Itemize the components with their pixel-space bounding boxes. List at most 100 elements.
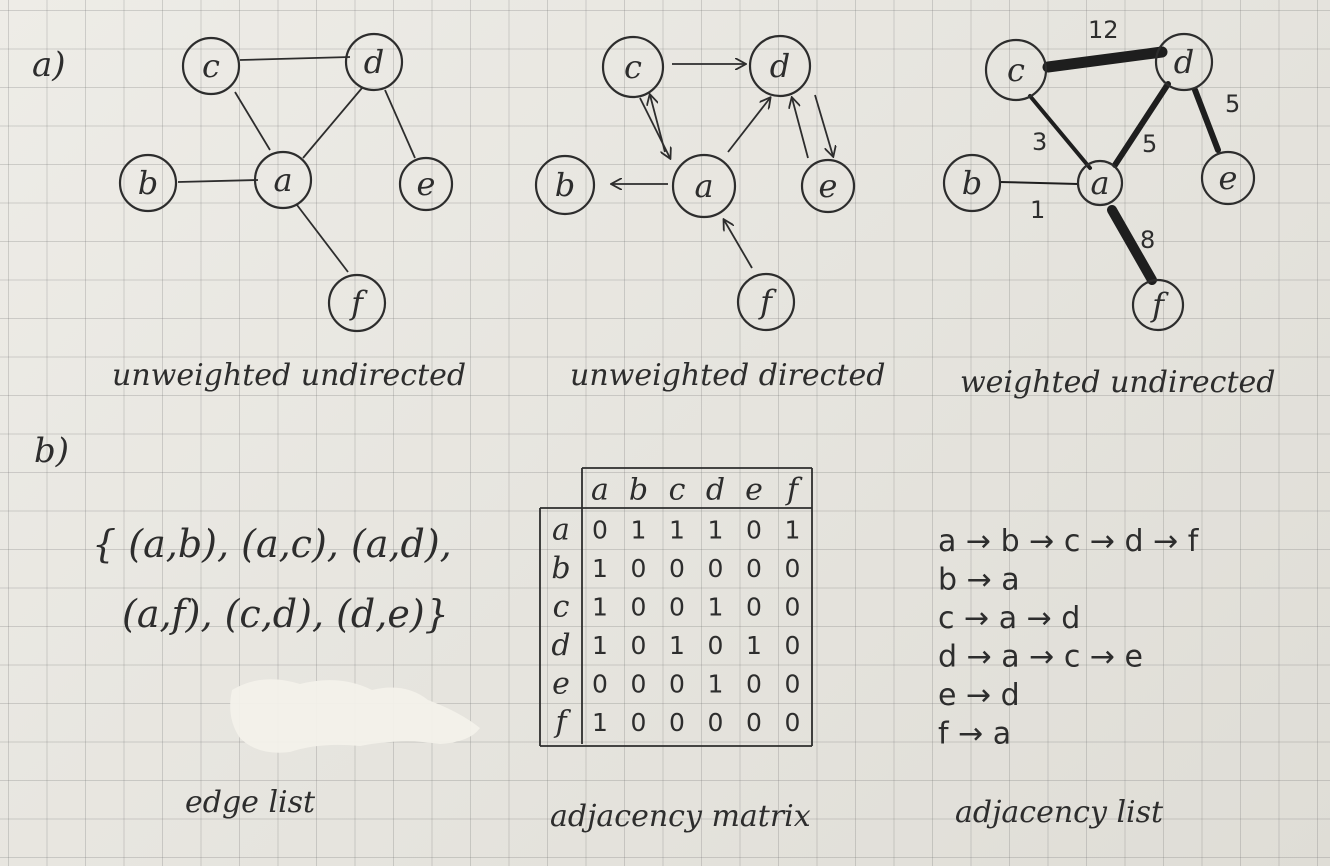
svg-text:b: b bbox=[555, 166, 575, 204]
edge-a-d bbox=[1112, 81, 1171, 168]
matrix-cell: 0 bbox=[669, 670, 685, 699]
graph-unweighted-undirected: c d b a e f unweighted undirected bbox=[112, 32, 466, 393]
weight-c-d: 12 bbox=[1088, 16, 1119, 44]
matrix-cell: 0 bbox=[785, 593, 801, 622]
node-e: e bbox=[800, 158, 856, 214]
edge-d-e bbox=[1192, 87, 1221, 153]
adjacency-list-line: c → a → d bbox=[938, 601, 1080, 636]
matrix-cell: 0 bbox=[669, 593, 685, 622]
node-c: c bbox=[984, 38, 1048, 102]
matrix-cell: 1 bbox=[592, 631, 608, 660]
matrix-cell: 1 bbox=[785, 516, 801, 545]
weight-a-b: 1 bbox=[1030, 196, 1045, 224]
edge-d-e bbox=[384, 89, 416, 159]
edge-a-c bbox=[1028, 94, 1092, 170]
node-c: c bbox=[601, 35, 665, 99]
matrix-cell: 1 bbox=[631, 516, 647, 545]
weight-d-e: 5 bbox=[1225, 90, 1240, 118]
node-a: a bbox=[671, 153, 737, 219]
svg-text:f: f bbox=[349, 284, 368, 322]
svg-text:a: a bbox=[694, 167, 713, 205]
graph-unweighted-directed: c d b a e f unweighted directed bbox=[534, 34, 885, 393]
adjacency-list: a → b → c → d → f b → ac → a → d d → a → c… bbox=[938, 524, 1200, 752]
node-f: f bbox=[327, 273, 387, 333]
adjacency-list-line: f → a bbox=[938, 717, 1011, 752]
matrix-cell: 0 bbox=[785, 670, 801, 699]
matrix-cell: 0 bbox=[746, 516, 762, 545]
weight-a-d: 5 bbox=[1142, 130, 1157, 158]
svg-text:c: c bbox=[624, 48, 642, 86]
matrix-cell: 0 bbox=[631, 670, 647, 699]
matrix-cell: 0 bbox=[785, 631, 801, 660]
node-a: a bbox=[253, 150, 313, 210]
arrow-a-to-d bbox=[727, 98, 770, 153]
matrix-col-header: f bbox=[785, 473, 803, 508]
arrow-d-to-e bbox=[814, 94, 833, 156]
matrix-cell: 1 bbox=[708, 670, 724, 699]
adjacency-list-line: d → a → c → e bbox=[938, 640, 1143, 675]
node-b: b bbox=[118, 153, 178, 213]
caption-weighted-undirected: weighted undirected bbox=[960, 365, 1275, 400]
edge-c-d bbox=[1042, 46, 1168, 73]
matrix-cell: 1 bbox=[708, 516, 724, 545]
adjacency-list-line: a → b → c → d → f bbox=[938, 524, 1200, 559]
matrix-cell: 0 bbox=[592, 516, 608, 545]
matrix-cell: 0 bbox=[746, 554, 762, 583]
section-a-label: a) bbox=[32, 45, 66, 85]
node-a: a bbox=[1076, 159, 1124, 207]
node-b: b bbox=[942, 153, 1002, 213]
matrix-cell: 0 bbox=[708, 554, 724, 583]
arrow-c-to-a bbox=[639, 97, 670, 158]
matrix-cell: 0 bbox=[669, 554, 685, 583]
matrix-cell: 1 bbox=[746, 631, 762, 660]
edge-a-b bbox=[177, 179, 259, 183]
caption-unweighted-undirected: unweighted undirected bbox=[112, 358, 466, 393]
matrix-cell: 0 bbox=[708, 631, 724, 660]
svg-text:c: c bbox=[1007, 51, 1025, 89]
node-d: d bbox=[344, 32, 404, 92]
edge-c-d bbox=[239, 56, 351, 61]
matrix-cell: 1 bbox=[669, 631, 685, 660]
matrix-cell: 0 bbox=[669, 708, 685, 737]
correction-fluid-smudge bbox=[230, 679, 480, 753]
matrix-col-header: c bbox=[669, 473, 686, 508]
matrix-row-header: a bbox=[552, 513, 570, 548]
matrix-cell: 1 bbox=[669, 516, 685, 545]
matrix-cell: 0 bbox=[592, 670, 608, 699]
adjacency-list-line: b → a bbox=[938, 563, 1020, 598]
edge-list-line-1: { (a,b), (a,c), (a,d), bbox=[92, 522, 452, 566]
matrix-cell: 0 bbox=[746, 670, 762, 699]
matrix-row-header: f bbox=[553, 705, 571, 740]
matrix-cell: 0 bbox=[785, 554, 801, 583]
matrix-cell: 0 bbox=[708, 708, 724, 737]
edge-a-f bbox=[1107, 205, 1157, 285]
node-e: e bbox=[1200, 150, 1256, 206]
arrow-f-to-a bbox=[724, 220, 753, 269]
matrix-row-header: d bbox=[551, 628, 570, 663]
matrix-cell: 1 bbox=[592, 593, 608, 622]
section-b-label: b) bbox=[34, 431, 69, 471]
svg-text:d: d bbox=[364, 43, 384, 81]
matrix-cell: 0 bbox=[631, 631, 647, 660]
matrix-cell: 0 bbox=[746, 593, 762, 622]
edge-list: { (a,b), (a,c), (a,d), (a,f), (c,d), (d,… bbox=[92, 522, 452, 820]
weight-a-c: 3 bbox=[1032, 128, 1047, 156]
matrix-col-header: a bbox=[591, 473, 609, 508]
adjacency-list-line: e → d bbox=[938, 678, 1020, 713]
caption-unweighted-directed: unweighted directed bbox=[570, 358, 885, 393]
node-c: c bbox=[181, 36, 241, 96]
matrix-cell: 1 bbox=[592, 708, 608, 737]
edge-list-line-2: (a,f), (c,d), (d,e)} bbox=[122, 592, 449, 636]
matrix-cell: 0 bbox=[631, 593, 647, 622]
svg-text:c: c bbox=[202, 47, 220, 85]
weight-a-f: 8 bbox=[1140, 226, 1155, 254]
node-e: e bbox=[398, 156, 454, 212]
edge-a-f bbox=[296, 204, 349, 273]
matrix-cell: 0 bbox=[631, 554, 647, 583]
svg-text:a: a bbox=[273, 161, 292, 199]
svg-text:d: d bbox=[770, 47, 790, 85]
matrix-cell: 0 bbox=[631, 708, 647, 737]
edge-a-d bbox=[302, 87, 363, 159]
node-f: f bbox=[736, 272, 796, 332]
